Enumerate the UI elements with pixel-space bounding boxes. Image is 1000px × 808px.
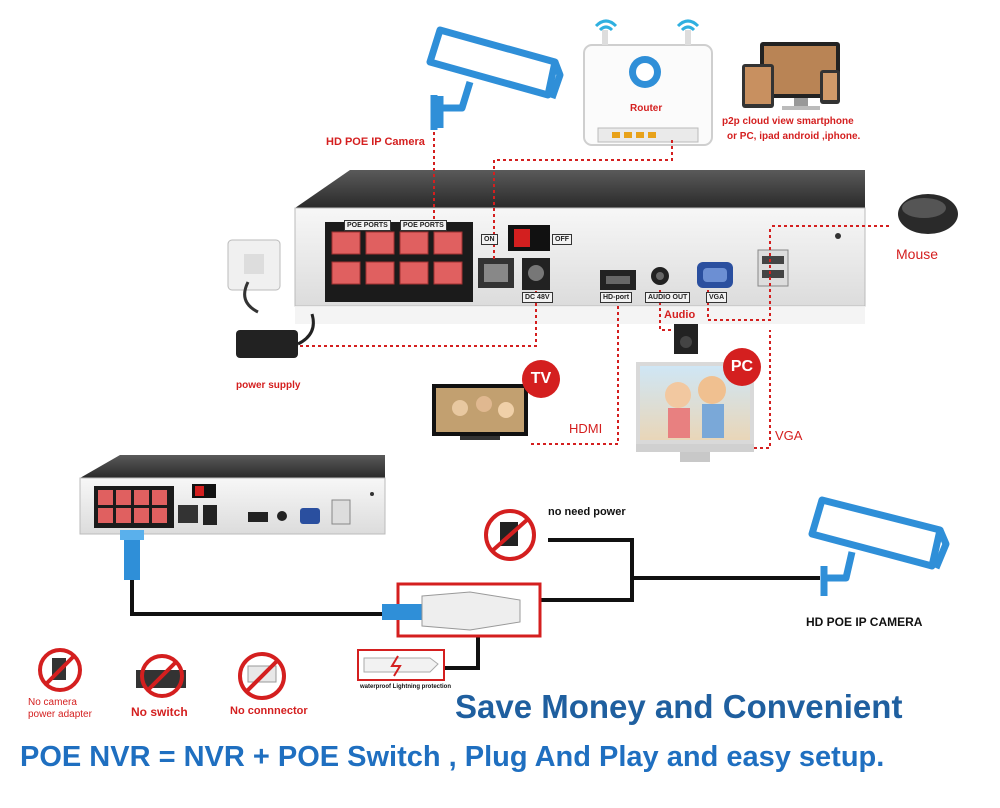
tv-icon [432, 384, 528, 440]
on-label: ON [481, 234, 498, 245]
wall-outlet-icon [227, 239, 281, 314]
no-power-adapter-icon [484, 509, 536, 561]
devices-icon [742, 42, 840, 110]
lightning-plug-icon [363, 655, 439, 677]
hd-poe-ip-camera-top-label: HD POE IP Camera [326, 136, 425, 148]
audio-out-label: AUDIO OUT [645, 292, 691, 303]
mouse-label: Mouse [896, 246, 939, 262]
headline: Save Money and Convenient [455, 688, 903, 725]
tv-badge: TV [522, 360, 560, 398]
hdmi-label: HDMI [569, 421, 603, 436]
hd-poe-ip-camera-bottom-label: HD POE IP CAMERA [806, 615, 923, 629]
tagline: POE NVR = NVR + POE Switch , Plug And Pl… [20, 741, 885, 773]
off-label: OFF [552, 234, 572, 245]
poe-ports-label-a: POE PORTS [344, 220, 391, 231]
no-connector-icon [238, 652, 286, 700]
no-switch-label: No switch [131, 705, 188, 719]
poe-connector-icon [382, 591, 521, 631]
no-need-power-label: no need power [548, 506, 626, 518]
no-camera-adapter-icon [38, 648, 82, 692]
p2p-label-line1: p2p cloud view smartphone [722, 116, 854, 127]
top-camera-icon [426, 26, 564, 130]
router-icon [583, 19, 713, 146]
waterproof-label: waterproof Lightning protection [360, 684, 451, 690]
no-connector-label: No connnector [230, 705, 308, 717]
dc-label: DC 48V [522, 292, 553, 303]
power-supply-icon [236, 313, 315, 358]
connection-lines [300, 132, 890, 449]
mouse-icon [898, 194, 958, 234]
bottom-nvr-icon [79, 455, 386, 535]
router-label: Router [630, 103, 663, 114]
poe-ports-label-b: POE PORTS [400, 220, 447, 231]
hdmi-port-label: HD-port [600, 292, 633, 303]
no-switch-icon [136, 654, 186, 698]
no-camera-label-line2: power adapter [28, 709, 92, 720]
p2p-label-line2: or PC, ipad android ,iphone. [727, 131, 861, 142]
vga-port-label: VGA [706, 292, 728, 303]
rj45-plug-icon [120, 530, 144, 580]
pc-badge: PC [723, 348, 761, 386]
main-nvr-icon [294, 170, 866, 324]
audio-label: Audio [664, 309, 696, 321]
bottom-camera-icon [808, 496, 950, 596]
no-camera-label-line1: No camera [28, 697, 77, 708]
speaker-icon [674, 324, 698, 354]
power-supply-label: power supply [236, 380, 301, 391]
vga-label: VGA [775, 428, 803, 443]
